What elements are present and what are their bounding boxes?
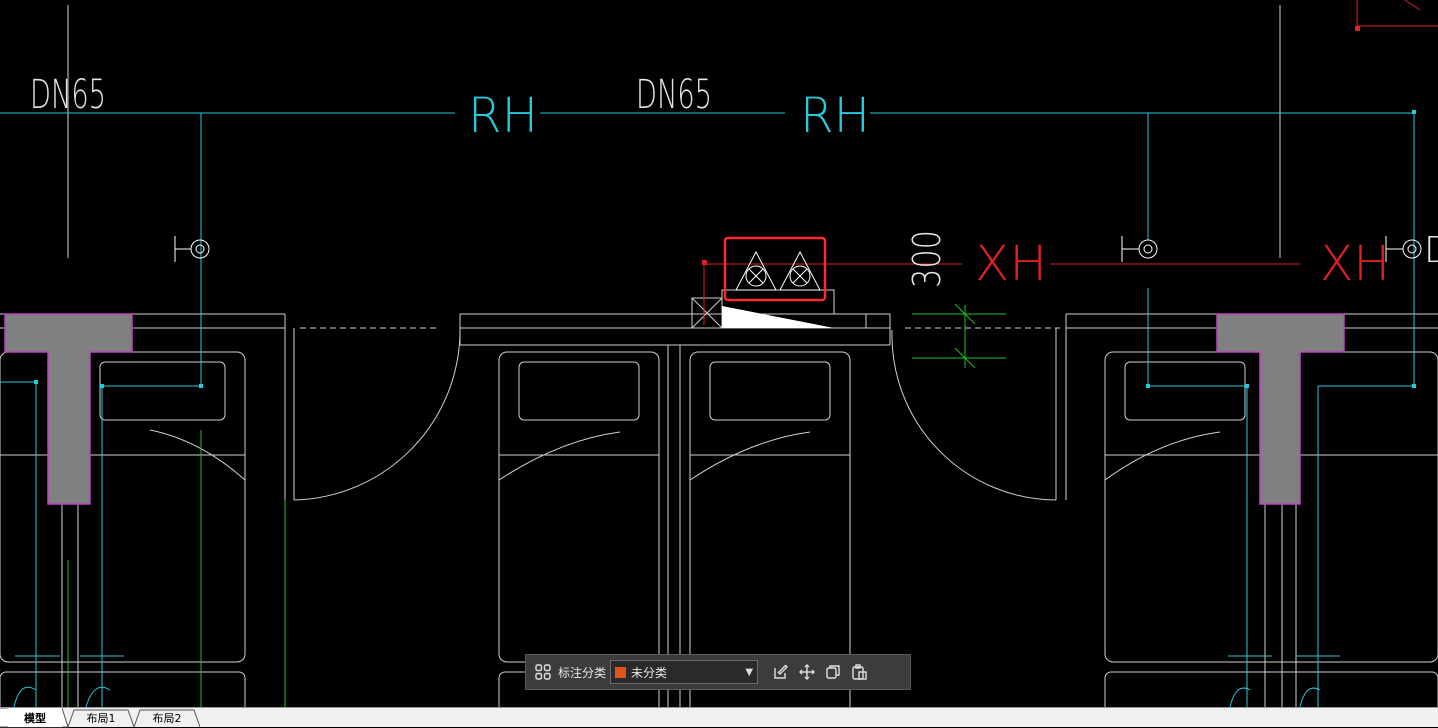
label-xh-1: XH [975, 236, 1047, 292]
grid-icon[interactable] [530, 659, 556, 685]
rh-pipes [0, 112, 1415, 707]
label-dimension-300: 300 [905, 230, 949, 288]
label-xh-2: XH [1320, 236, 1390, 292]
edit-icon[interactable] [768, 659, 794, 685]
chevron-down-icon: ▼ [745, 666, 754, 678]
xh-node-top [1355, 26, 1360, 31]
label-partial-d: D [1424, 230, 1438, 271]
category-value: 未分类 [631, 665, 668, 680]
paste-icon[interactable] [846, 659, 872, 685]
tab-layout2[interactable]: 布局2 [152, 711, 182, 725]
label-rh-1: RH [468, 88, 538, 144]
wedge-symbol [722, 306, 834, 328]
dimension-lines [67, 303, 1006, 707]
label-dn65-left: DN65 [30, 72, 106, 118]
category-color-swatch [615, 666, 627, 678]
category-dropdown[interactable]: 未分类 ▼ [610, 660, 759, 684]
valve-symbols [174, 236, 1422, 262]
xh-node [702, 260, 707, 265]
pipe-nodes [34, 110, 1416, 388]
tab-model[interactable]: 模型 [8, 708, 62, 727]
layout-tab-bar: 模型 布局1 布局2 [0, 707, 1438, 728]
structural-columns [4, 313, 1345, 505]
label-rh-2: RH [800, 88, 870, 144]
label-dn65-mid: DN65 [636, 72, 712, 118]
tab-layout1[interactable]: 布局1 [86, 711, 116, 725]
sprinkler-symbols [735, 250, 821, 291]
copy-icon[interactable] [820, 659, 846, 685]
annotation-toolbar: 标注分类 未分类 ▼ [525, 654, 911, 690]
wall-lines [0, 5, 1438, 707]
xh-pipe [703, 0, 1438, 325]
category-label: 标注分类 [558, 665, 607, 680]
move-icon[interactable] [794, 659, 820, 685]
selection-highlight-box[interactable] [723, 236, 827, 302]
cad-drawing-canvas[interactable]: DN65 DN65 RH RH XH XH 300 D [0, 0, 1438, 707]
